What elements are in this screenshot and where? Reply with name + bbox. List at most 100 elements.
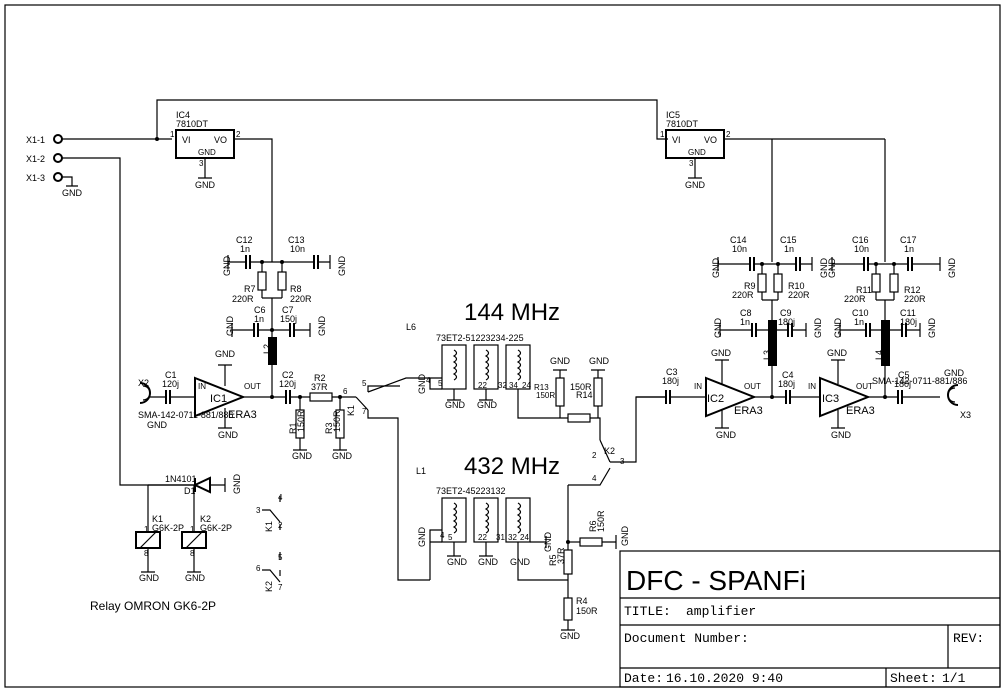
ic4-vo: VO xyxy=(214,135,227,145)
filter-144: 144 MHz L6 73ET2-51223234-225 GND GND GN… xyxy=(406,299,610,440)
ic4-gnd-symbol: GND xyxy=(195,180,216,190)
ic4-vi: VI xyxy=(182,135,191,145)
l1-pin-4: 4 xyxy=(440,531,445,540)
sheet-value: 1/1 xyxy=(942,671,966,686)
ic4-gnd: GND xyxy=(198,148,216,157)
gnd-c14: GND xyxy=(711,258,721,279)
c1-value: 120j xyxy=(162,379,179,389)
date-label: Date: xyxy=(624,671,663,686)
regulator-ic5: IC5 7810DT VI VO GND 1 2 3 GND xyxy=(660,110,886,262)
ic3-part: ERA3 xyxy=(846,405,875,417)
c2-value: 120j xyxy=(279,379,296,389)
sheet-frame xyxy=(4,4,1001,688)
c15-name: C15 xyxy=(780,235,797,245)
relay-k2-pin1: 1 xyxy=(190,525,195,534)
l3-name: L3 xyxy=(762,350,772,360)
c9-value: 180j xyxy=(778,317,795,327)
gnd-r4: GND xyxy=(560,631,581,641)
ic5-vo: VO xyxy=(704,135,717,145)
title-label: TITLE: xyxy=(624,604,671,619)
c14-name: C14 xyxy=(730,235,747,245)
filter-432: 432 MHz L1 73ET2-45223132 GND GND GND GN… xyxy=(416,396,666,641)
r1-name: R1 xyxy=(288,422,298,434)
l6-pin-22: 22 xyxy=(478,381,487,390)
gnd-c13: GND xyxy=(337,256,347,277)
r4-name: R4 xyxy=(576,596,588,606)
title-block: DFC - SPANFi TITLE: amplifier Document N… xyxy=(619,550,1001,688)
relay-k2-pin7: 7 xyxy=(278,583,283,592)
band-label-144: 144 MHz xyxy=(464,299,560,326)
gnd-d1: GND xyxy=(232,474,242,495)
ic4-pin3: 3 xyxy=(199,159,204,168)
l6-part: 73ET2-51223234-225 xyxy=(436,333,524,343)
pin-label-x1-1: X1-1 xyxy=(26,135,45,145)
gnd-ic1-top: GND xyxy=(215,349,236,359)
gnd-c15: GND xyxy=(819,258,829,279)
l1-pin-31: 31 xyxy=(496,533,505,542)
right-supply-decoupling: C14 10n C15 1n GND GND R9 220R R10 220R … xyxy=(711,235,957,397)
ic5-name: IC5 xyxy=(666,110,680,120)
gnd-r14: GND xyxy=(589,356,610,366)
gnd-label-x1: GND xyxy=(62,188,83,198)
x2-name: X2 xyxy=(138,378,149,388)
gnd-x3: GND xyxy=(944,368,965,378)
c7-value: 150j xyxy=(280,314,297,324)
gnd-l1-a: GND xyxy=(447,557,468,567)
l4-name: L4 xyxy=(874,350,884,360)
gnd-relay-k2: GND xyxy=(185,573,206,583)
r11-name: R11 xyxy=(856,285,872,295)
c13-name: C13 xyxy=(288,235,305,245)
k2-pin-4: 4 xyxy=(592,474,597,483)
d1-name: D1 xyxy=(184,486,196,496)
gnd-r6: GND xyxy=(620,526,630,547)
input-stage: X2 SMA-142-0711-881/886 GND C1 120j IC1 … xyxy=(138,349,430,581)
sheet-label: Sheet: xyxy=(890,671,937,686)
k1-pin-5: 5 xyxy=(362,379,367,388)
gnd-l1-e: GND xyxy=(543,532,553,553)
relay-k2-pin8: 8 xyxy=(190,549,195,558)
output-stage: C3 180j IC2 ERA3 IN OUT GND GND C4 180j … xyxy=(636,348,971,440)
regulator-ic4: IC4 7810DT VI VO GND 1 2 3 GND xyxy=(170,110,273,262)
gnd-r3: GND xyxy=(332,451,353,461)
relay-control-wire xyxy=(62,157,195,486)
ic1-out: OUT xyxy=(244,382,261,391)
r3-name: R3 xyxy=(324,422,334,434)
relay-k1-pin1: 1 xyxy=(144,525,149,534)
relay-k2-pin6: 6 xyxy=(256,564,261,573)
r7-value: 220R xyxy=(232,294,254,304)
diode-d1 xyxy=(192,476,211,494)
relay-section: 1N4101 D1 GND K1 G6K-2P K2 G6K-2P GND GN… xyxy=(90,474,283,614)
c11-name: C11 xyxy=(900,308,916,318)
r14-name: R14 xyxy=(576,390,593,400)
c17-name: C17 xyxy=(900,235,917,245)
date-value: 16.10.2020 9:40 xyxy=(666,671,783,686)
r13-value: 150R xyxy=(536,391,555,400)
c3-value: 180j xyxy=(662,376,679,386)
relay-k1-contact-name: K1 xyxy=(264,521,274,532)
r10-value: 220R xyxy=(788,290,810,300)
ic3-name: IC3 xyxy=(822,393,839,405)
r9-name: R9 xyxy=(744,281,756,291)
relay-k1-pin2: 2 xyxy=(278,521,283,530)
c3-name: C3 xyxy=(666,367,678,377)
gnd-c8: GND xyxy=(713,318,723,339)
k2-pin-2: 2 xyxy=(592,451,597,460)
ic5-part: 7810DT xyxy=(666,119,699,129)
c13-value: 10n xyxy=(290,244,305,254)
r2-value: 37R xyxy=(311,382,328,392)
relay-k1-name: K1 xyxy=(152,514,163,524)
d1-part: 1N4101 xyxy=(165,474,197,484)
relay-k1-pin4: 4 xyxy=(278,493,283,502)
c8-name: C8 xyxy=(740,308,752,318)
r9-value: 220R xyxy=(732,290,754,300)
ic3-out: OUT xyxy=(856,382,873,391)
gnd-c10: GND xyxy=(833,318,843,339)
ic2-name: IC2 xyxy=(707,393,724,405)
ic4-part: 7810DT xyxy=(176,119,209,129)
r12-name: R12 xyxy=(904,285,921,295)
c5-value: 180j xyxy=(894,379,911,389)
r3-value: 150R xyxy=(332,410,342,432)
ic2-out: OUT xyxy=(744,382,761,391)
l1-pin-32: 32 xyxy=(508,533,517,542)
